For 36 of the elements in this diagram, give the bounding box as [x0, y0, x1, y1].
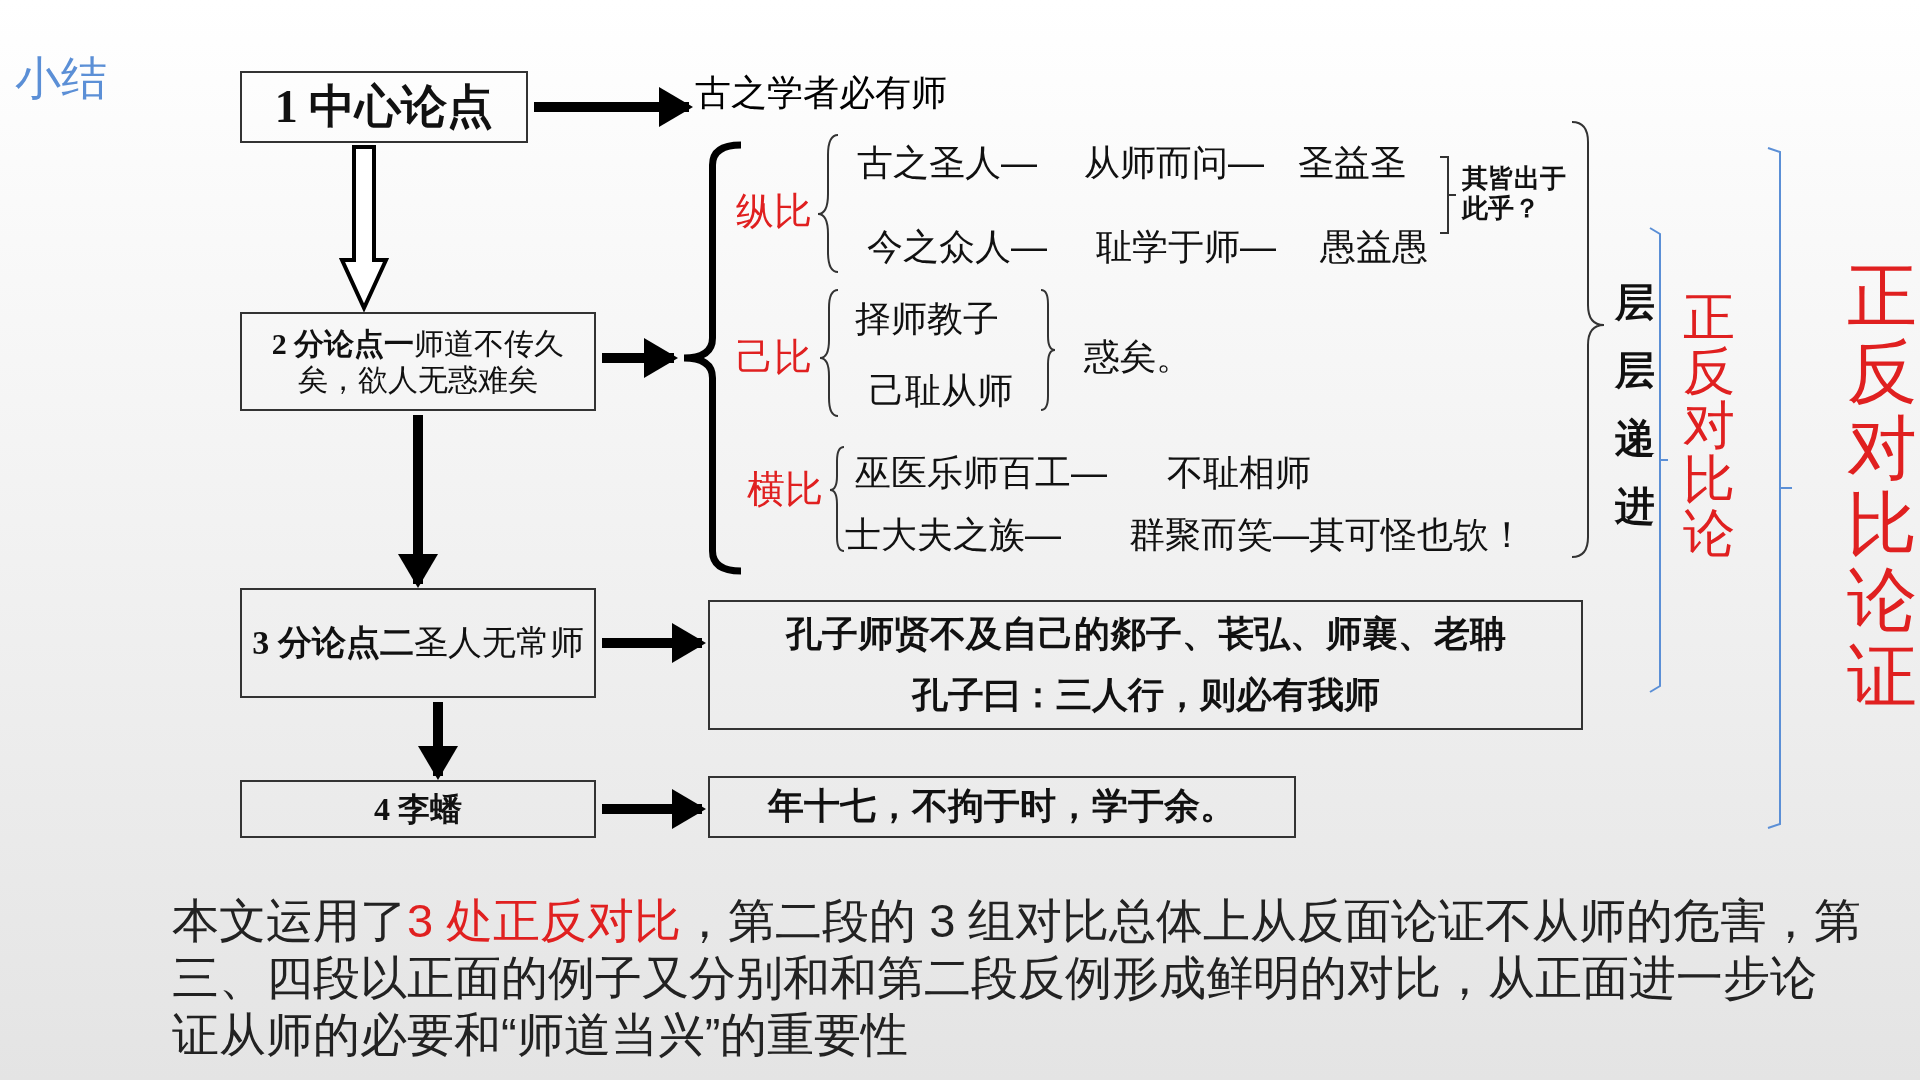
question-text: 其皆出于此乎？ [1462, 164, 1567, 224]
arrow [534, 87, 693, 127]
vertical-text: 正反对比论 [1682, 290, 1736, 560]
example-box: 年十七，不拘于时，学于余。 [708, 776, 1296, 838]
conclusion-text: 古之学者必有师 [695, 72, 975, 118]
main-point-box: 1 中心论点 [240, 71, 528, 143]
comparison-label: 己比 [736, 336, 812, 380]
quote-text: 不耻相师 [1167, 452, 1311, 494]
arrow [418, 702, 458, 780]
arrow [602, 789, 706, 829]
quote-text: 巫医乐师百工— [855, 452, 1107, 494]
quote-text: 愚益愚 [1320, 226, 1428, 268]
point-box: 2 分论点一师道不传久矣，欲人无惑难矣 [240, 312, 596, 411]
vertical-text: 正反对比论证 [1846, 258, 1918, 714]
quote-text: 圣益圣 [1298, 142, 1406, 184]
vertical-text: 层层递进 [1614, 279, 1656, 530]
comparison-label: 横比 [747, 468, 823, 512]
heading-text: 小结 [15, 52, 107, 105]
arrow [602, 338, 678, 378]
quote-text: 古之圣人— [857, 142, 1037, 184]
quote-text: 今之众人— [867, 226, 1047, 268]
arrow [602, 623, 706, 663]
quote-text: 群聚而笑—其可怪也欤！ [1129, 514, 1525, 556]
point-box: 4 李蟠 [240, 780, 596, 838]
quote-text: 从师而问— [1084, 142, 1264, 184]
quote-text: 惑矣。 [1084, 336, 1192, 378]
arrow [398, 415, 438, 588]
comparison-label: 纵比 [736, 190, 812, 234]
arrow [338, 145, 390, 313]
quote-text: 择师教子 [855, 298, 999, 340]
quote-text: 士大夫之族— [845, 514, 1061, 556]
quote-text: 耻学于师— [1096, 226, 1276, 268]
point-box: 3 分论点二圣人无常师 [240, 588, 596, 698]
summary-paragraph: 本文运用了3 处正反对比，第二段的 3 组对比总体上从反面论证不从师的危害，第三、四段以正面的例子又分别和和第二段反例形成鲜明的对比，从正面进一步论证从师的必要和“师道当兴”的重要性 [172, 893, 1862, 1063]
example-box: 孔子师贤不及自己的郯子、苌弘、师襄、老聃 孔子曰：三人行，则必有我师 [708, 600, 1583, 730]
quote-text: 己耻从师 [869, 370, 1013, 412]
